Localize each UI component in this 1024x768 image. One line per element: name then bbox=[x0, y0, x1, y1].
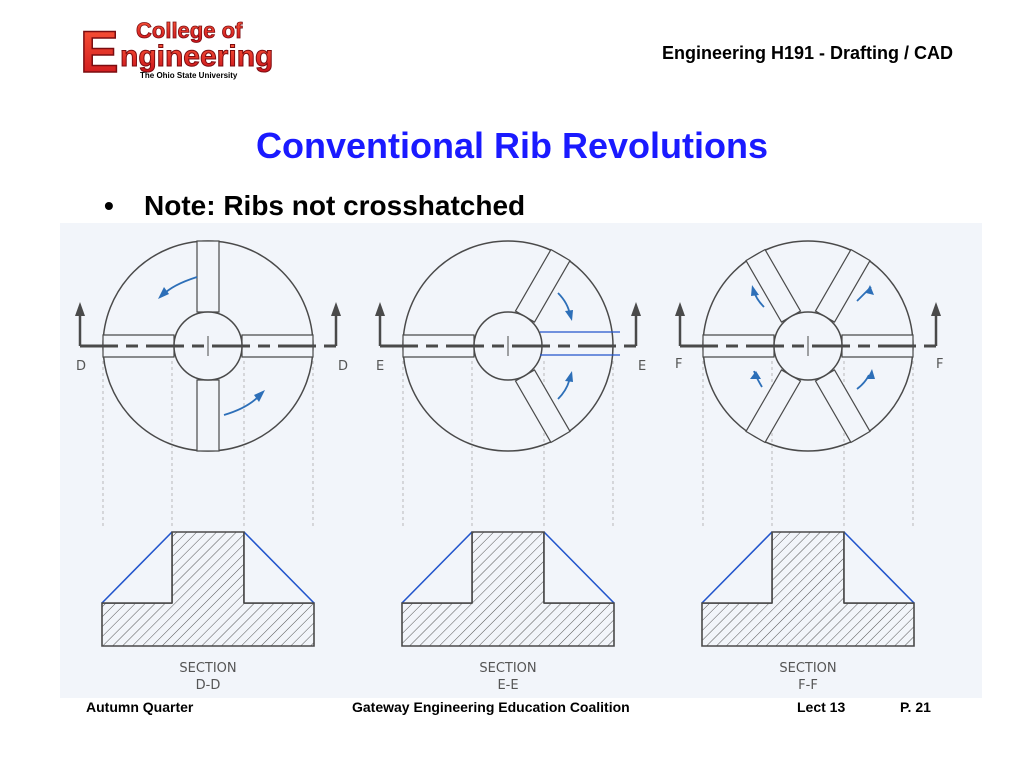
rib-left-edge bbox=[701, 531, 773, 604]
bullet-text: Note: Ribs not crosshatched bbox=[144, 190, 526, 221]
cutting-plane-label-right-f: F bbox=[936, 357, 943, 372]
cutting-plane-label-right-e: E bbox=[638, 359, 646, 374]
footer-quarter: Autumn Quarter bbox=[86, 699, 194, 715]
slide-title: Conventional Rib Revolutions bbox=[255, 125, 768, 166]
rib-right-edge bbox=[243, 531, 315, 604]
footer-coalition: Gateway Engineering Education Coalition bbox=[352, 699, 630, 715]
rib-left-edge bbox=[101, 531, 173, 604]
cutting-plane-label-left-e: E bbox=[376, 359, 384, 374]
cutting-plane-arrowhead-right bbox=[631, 302, 641, 316]
college-of-engineering-logo: E College of ngineering The Ohio State U… bbox=[78, 14, 290, 86]
bullet-marker: • bbox=[104, 190, 114, 221]
drawing-canvas: D D SECTION D-D E E SECTION E-E F F SECT… bbox=[75, 240, 943, 693]
bullet-note: • Note: Ribs not crosshatched bbox=[104, 188, 525, 224]
section-word-e: SECTION bbox=[479, 661, 536, 676]
cutting-plane-label-left-d: D bbox=[76, 359, 86, 374]
rotation-arrowhead-0 bbox=[751, 285, 759, 296]
rotation-arrowhead-0 bbox=[158, 287, 169, 299]
section-id-d: D-D bbox=[196, 678, 221, 693]
logo-engineering-text: ngineering bbox=[120, 40, 273, 73]
cutting-plane-arrowhead-left bbox=[675, 302, 685, 316]
view-e: E E SECTION E-E bbox=[375, 240, 646, 693]
rib-2 bbox=[196, 379, 220, 452]
rib-revolutions-figure: D D SECTION D-D E E SECTION E-E F F SECT… bbox=[60, 223, 982, 698]
section-id-e: E-E bbox=[497, 678, 518, 693]
section-word-f: SECTION bbox=[779, 661, 836, 676]
cutting-plane-label-right-d: D bbox=[338, 359, 348, 374]
cutting-plane-label-left-f: F bbox=[675, 357, 682, 372]
footer-lecture: Lect 13 bbox=[797, 699, 846, 715]
section-word-d: SECTION bbox=[179, 661, 236, 676]
rotation-arrowhead-1 bbox=[565, 371, 573, 382]
rotation-arrowhead-0 bbox=[565, 310, 573, 321]
cutting-plane-arrowhead-left bbox=[75, 302, 85, 316]
rib-circle-view-f bbox=[675, 240, 941, 528]
rib-circle-view-d bbox=[75, 240, 341, 528]
section-id-f: F-F bbox=[798, 678, 818, 693]
view-f: F F SECTION F-F bbox=[675, 240, 943, 693]
logo-college-text: College of bbox=[136, 18, 243, 43]
rib-right-edge bbox=[843, 531, 915, 604]
rib-0 bbox=[196, 240, 220, 313]
logo-university-text: The Ohio State University bbox=[140, 71, 238, 80]
rotation-arrowhead-2 bbox=[750, 371, 761, 379]
rib-circle-view-e bbox=[375, 240, 641, 528]
footer-page-number: P. 21 bbox=[900, 699, 931, 715]
cutting-plane-arrowhead-right bbox=[331, 302, 341, 316]
cutting-plane-arrowhead-right bbox=[931, 302, 941, 316]
rotation-arrowhead-1 bbox=[866, 285, 874, 295]
cutting-plane-arrowhead-left bbox=[375, 302, 385, 316]
rib-left-edge bbox=[401, 531, 473, 604]
section-view-d bbox=[101, 531, 315, 647]
rotation-arrow-3 bbox=[856, 374, 870, 390]
logo-initial: E bbox=[80, 20, 119, 84]
view-d: D D SECTION D-D bbox=[75, 240, 348, 693]
rib-right-edge bbox=[543, 531, 615, 604]
course-title: Engineering H191 - Drafting / CAD bbox=[661, 43, 953, 63]
rotation-arrowhead-3 bbox=[867, 369, 875, 379]
rotation-arrowhead-1 bbox=[254, 390, 265, 402]
section-view-f bbox=[701, 531, 915, 647]
section-view-e bbox=[401, 531, 615, 647]
